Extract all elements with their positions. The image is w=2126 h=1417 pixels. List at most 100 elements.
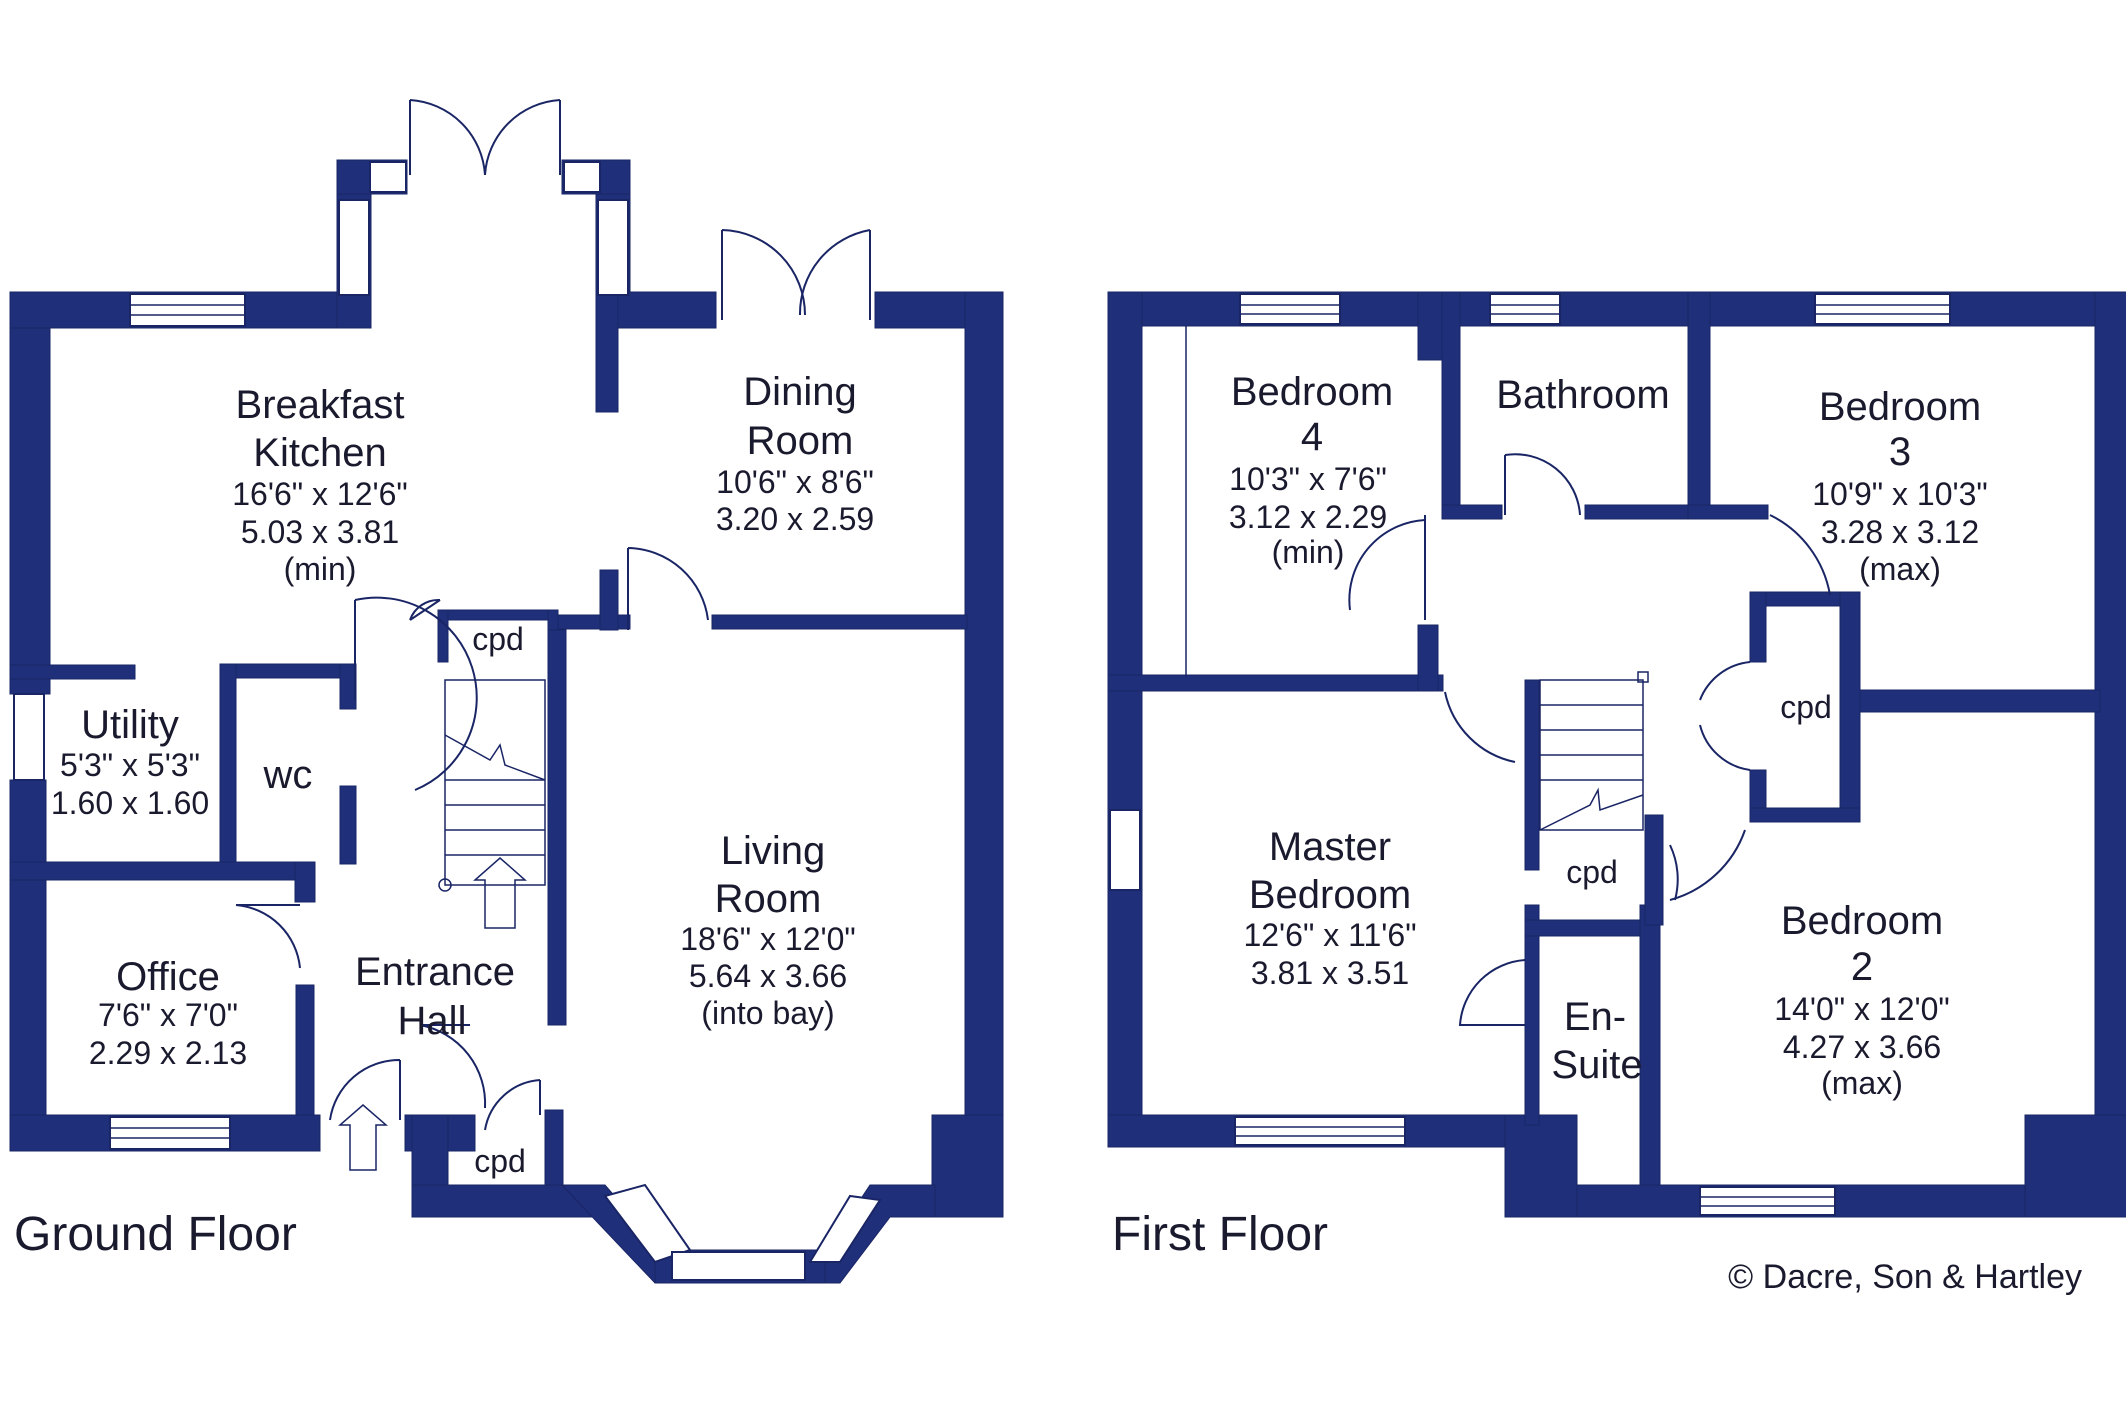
room-name-breakfast-kitchen-1: Breakfast (236, 383, 405, 427)
wall-cpd2-right (544, 1109, 564, 1186)
ff-wall-cpd-bottom (1749, 807, 1861, 823)
ff-window-bath (1489, 293, 1561, 325)
ff-wall-right (2094, 291, 2126, 1218)
ff-door-b4 (1348, 515, 1426, 620)
ff-wall-cpd-left-top (1749, 591, 1767, 663)
room-name-entrance-1: Entrance (355, 950, 515, 994)
window-bay-left (338, 199, 370, 296)
room-name-master-1: Master (1269, 825, 1391, 869)
ff-window-master (1234, 1116, 1406, 1146)
room-dim-metric-breakfast-kitchen: 5.03 x 3.81 (241, 514, 399, 550)
door-living (627, 547, 709, 630)
door-cpd-hall (484, 1079, 541, 1131)
room-name-bedroom3-2: 3 (1889, 430, 1911, 474)
room-dim-metric-bedroom2: 4.27 x 3.66 (1783, 1029, 1941, 1065)
wall-living-left (547, 629, 567, 1026)
ff-door-cpd-landing (1699, 661, 1751, 771)
room-dim-metric-dining: 3.20 x 2.59 (716, 501, 874, 537)
ground-floor-labels: Breakfast Kitchen 16'6" x 12'6" 5.03 x 3… (14, 370, 874, 1261)
wall-right-outer (964, 291, 1004, 1218)
room-name-cpd-kitchen: cpd (472, 621, 524, 657)
ff-wall-b3-bottom (1859, 689, 2101, 713)
door-wc (354, 596, 478, 791)
door-dining-french-left (721, 229, 806, 320)
wall-wc-right-bottom (339, 785, 357, 865)
stairs-ground (444, 679, 546, 886)
wall-kitchen-stub (595, 291, 619, 413)
ff-window-master-side (1109, 809, 1141, 891)
wall-cpd-top (437, 609, 551, 621)
wall-right-corner (931, 1114, 1004, 1218)
room-dim-metric-bedroom4: 3.12 x 2.29 (1229, 499, 1387, 535)
window-bay-left-top (369, 161, 407, 193)
wall-left-lower (9, 779, 47, 1151)
ground-floor-stairs (337, 679, 546, 1171)
room-dim-metric-master: 3.81 x 3.51 (1251, 955, 1409, 991)
room-note-bedroom4: (min) (1272, 534, 1345, 570)
ff-door-bath (1504, 453, 1581, 516)
ff-wall-b4-right (1441, 291, 1461, 518)
room-name-bedroom2-1: Bedroom (1781, 899, 1943, 943)
ff-wall-stair-cpd-right (1644, 814, 1664, 926)
wall-wc-top (219, 663, 356, 679)
window-bay-right-top (563, 161, 601, 193)
room-name-bathroom: Bathroom (1496, 373, 1669, 417)
ff-wall-bath-stub (1687, 504, 1769, 520)
floor-title-ground: Ground Floor (14, 1208, 297, 1261)
window-office (109, 1116, 231, 1150)
arrow-entrance-icon (337, 1104, 389, 1171)
copyright-text: © Dacre, Son & Hartley (1728, 1258, 2082, 1296)
window-bay-living-left (603, 1183, 692, 1264)
ff-window-b3 (1814, 293, 1951, 325)
first-floor-stairs (1539, 671, 1649, 831)
ff-wall-b4-bottom (1107, 674, 1444, 692)
ff-door-stair-cpd (1669, 844, 1679, 901)
ff-wall-bath-right (1687, 291, 1711, 518)
window-bay-living-right (808, 1194, 882, 1263)
window-bay-right (597, 199, 629, 296)
room-note-living: (into bay) (701, 995, 834, 1031)
arrow-up-stairs-icon (473, 857, 527, 929)
wall-dining-bottom (711, 614, 968, 630)
ff-door-ensuite (1458, 959, 1526, 1026)
door-entrance (329, 1058, 401, 1121)
room-name-bedroom3-1: Bedroom (1819, 385, 1981, 429)
room-dim-metric-bedroom3: 3.28 x 3.12 (1821, 514, 1979, 550)
door-kitchen-french-left (409, 99, 486, 176)
room-name-utility: Utility (81, 703, 179, 747)
floor-title-first: First Floor (1112, 1208, 1328, 1261)
room-name-bedroom4-2: 4 (1301, 415, 1323, 459)
door-office (235, 904, 301, 969)
room-name-living-2: Room (715, 877, 822, 921)
wall-left-kitchen (9, 291, 51, 695)
room-note-bedroom2: (max) (1821, 1065, 1903, 1101)
ff-wall-b4-door-stub (1417, 624, 1439, 692)
ff-wall-b4-stub (1441, 504, 1503, 520)
room-name-bedroom2-2: 2 (1851, 945, 1873, 989)
first-floor-labels: Bedroom 4 10'3" x 7'6" 3.12 x 2.29 (min)… (1112, 370, 1988, 1261)
first-floor-doors (1348, 453, 1831, 1026)
door-living-hall (419, 1024, 487, 1109)
window-kitchen (129, 293, 246, 327)
ff-wall-br-corner (2024, 1114, 2126, 1218)
wall-wc-right-top (339, 663, 357, 710)
door-kitchen-french-right (484, 99, 561, 176)
ff-wall-ensuite-corner (1504, 1114, 1578, 1218)
wall-utility-top (9, 664, 136, 680)
room-dim-imperial-dining: 10'6" x 8'6" (716, 464, 874, 500)
room-dim-imperial-bedroom3: 10'9" x 10'3" (1812, 476, 1988, 512)
wall-office-top-stub (294, 861, 316, 903)
ff-wall-ensuite-left (1524, 904, 1540, 1126)
ff-window-b2 (1699, 1186, 1836, 1216)
wall-cpd-left (437, 609, 449, 663)
wall-office-top (9, 861, 311, 881)
ff-door-b2 (1669, 829, 1746, 901)
ff-wall-left (1107, 291, 1143, 1148)
room-dim-imperial-utility: 5'3" x 5'3" (60, 747, 200, 783)
ff-wall-ensuite-right (1639, 904, 1661, 1186)
window-bay-living-center (671, 1251, 806, 1281)
room-dim-metric-utility: 1.60 x 1.60 (51, 785, 209, 821)
room-name-cpd-hall: cpd (474, 1143, 526, 1179)
room-note-breakfast-kitchen: (min) (284, 551, 357, 587)
